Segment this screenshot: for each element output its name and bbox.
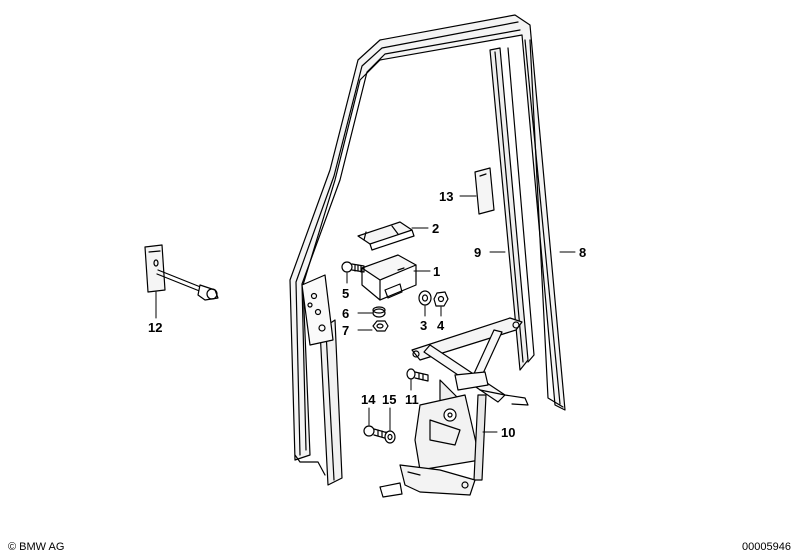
window-frame-outer-channel — [289, 14, 566, 461]
washer-15 — [384, 430, 396, 444]
bolt-5 — [341, 261, 365, 273]
callout-13: 13 — [439, 189, 453, 204]
nut-4 — [433, 291, 449, 307]
washer-3 — [418, 290, 432, 306]
callout-9: 9 — [474, 245, 481, 260]
image-number: 00005946 — [742, 541, 791, 553]
copyright-label: © BMW AG — [8, 541, 65, 553]
callout-15: 15 — [382, 392, 396, 407]
callout-2: 2 — [432, 221, 439, 236]
leader-lines — [155, 195, 576, 433]
bolt-11 — [406, 368, 429, 382]
callout-5: 5 — [342, 286, 349, 301]
front-lower-channel — [294, 319, 343, 486]
callout-11: 11 — [405, 392, 419, 407]
nut-7 — [372, 320, 389, 332]
window-crank-handle — [144, 244, 219, 301]
window-bracket — [361, 254, 417, 301]
window-guide-rail — [489, 47, 535, 371]
callout-7: 7 — [342, 323, 349, 338]
callout-10: 10 — [501, 425, 515, 440]
callout-4: 4 — [437, 318, 445, 333]
mounting-plate — [301, 274, 334, 346]
callout-8: 8 — [579, 245, 586, 260]
callout-3: 3 — [420, 318, 427, 333]
guide-pad — [474, 167, 495, 215]
nut-6 — [372, 306, 386, 318]
callout-1: 1 — [433, 264, 440, 279]
callout-14: 14 — [361, 392, 376, 407]
callout-12: 12 — [148, 320, 162, 335]
window-regulator — [379, 317, 529, 498]
slider-clip — [357, 221, 415, 251]
callout-6: 6 — [342, 306, 349, 321]
